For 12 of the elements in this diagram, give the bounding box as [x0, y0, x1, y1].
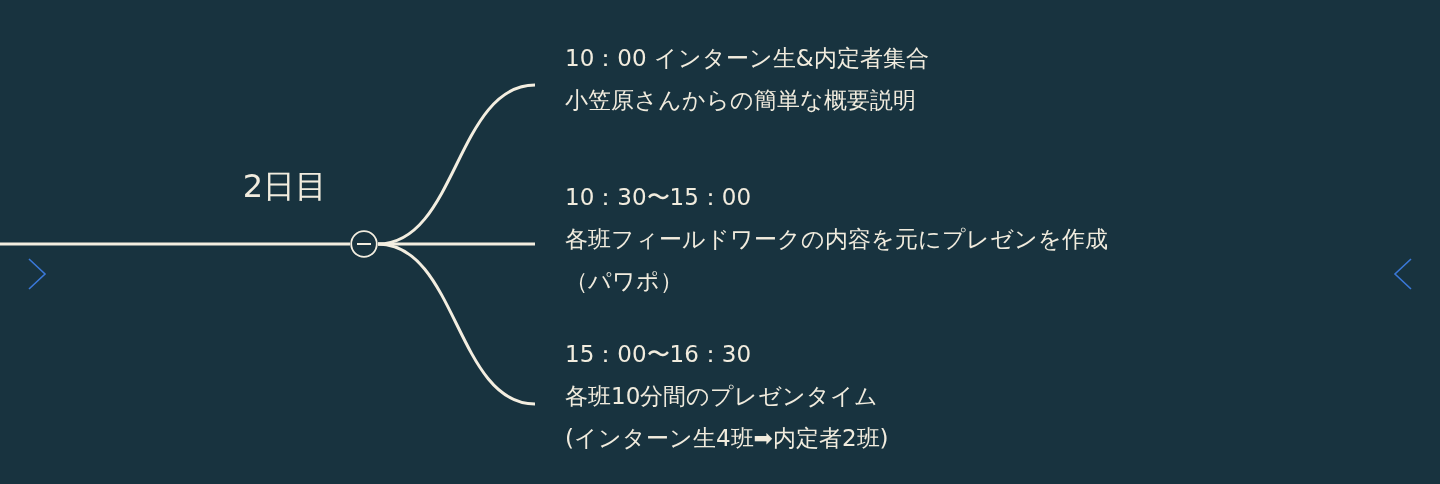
schedule-text: 10：00 インターン生&内定者集合 — [565, 44, 930, 73]
branch-line — [377, 83, 536, 246]
schedule-detail: 各班フィールドワークの内容を元にプレゼンを作成（パワポ） — [565, 225, 1109, 296]
schedule-detail: 各班10分間のプレゼンタイム — [565, 382, 880, 411]
schedule-text: 10：30〜15：00 — [565, 183, 753, 212]
topic-heading: 2日目 — [241, 166, 329, 206]
schedule-detail: (インターン生4班➡内定者2班) — [565, 424, 890, 453]
collapse-circle — [350, 230, 378, 258]
schedule-text: 15：00〜16：30 — [565, 340, 753, 369]
branch-line — [0, 242, 350, 246]
branch-line — [377, 242, 536, 406]
schedule-detail: 小笠原さんからの簡単な概要説明 — [565, 86, 917, 115]
